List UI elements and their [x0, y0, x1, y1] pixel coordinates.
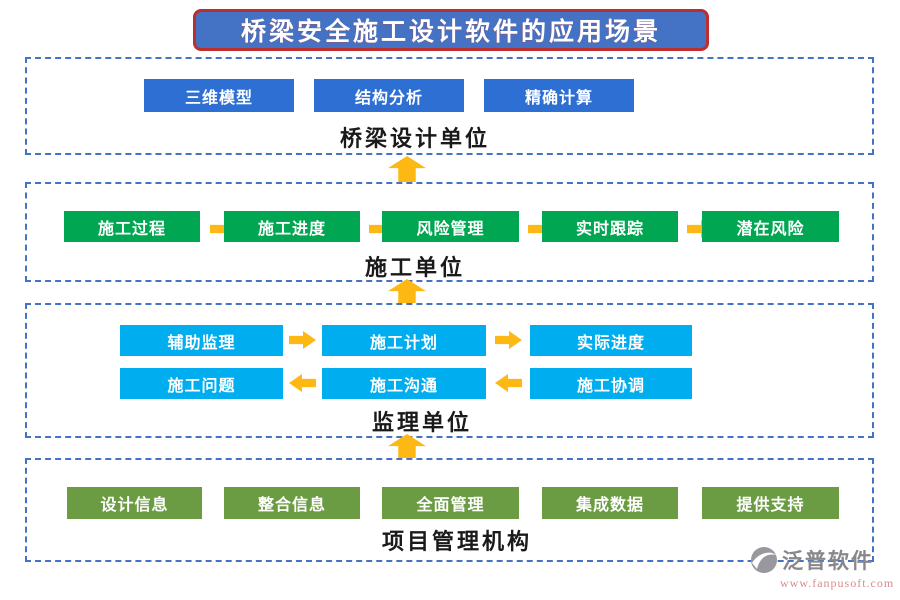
node-accurate-calc: 精确计算 [484, 79, 634, 112]
node-potential-risk: 潜在风险 [702, 211, 839, 242]
up-arrow-icon [388, 156, 426, 183]
section-label-supervision-unit: 监理单位 [371, 410, 472, 435]
node-realtime-tracking: 实时跟踪 [542, 211, 678, 242]
page-title: 桥梁安全施工设计软件的应用场景 [193, 9, 709, 51]
up-arrow-icon [388, 434, 426, 461]
node-risk-management: 风险管理 [382, 211, 519, 242]
left-arrow-icon [289, 374, 316, 392]
node-construction-coordination: 施工协调 [530, 368, 692, 399]
node-design-info: 设计信息 [67, 487, 202, 519]
fanpu-watermark: 泛普软件 www.fanpusoft.com [750, 545, 898, 593]
right-arrow-icon [289, 331, 316, 349]
node-construction-plan: 施工计划 [322, 325, 486, 356]
node-construction-communication: 施工沟通 [322, 368, 486, 399]
node-overall-management: 全面管理 [382, 487, 519, 519]
section-label-design-unit: 桥梁设计单位 [339, 126, 490, 151]
section-label-project-management: 项目管理机构 [381, 529, 532, 554]
node-structure-analysis: 结构分析 [314, 79, 464, 112]
watermark-brand: 泛普软件 [782, 549, 874, 573]
section-supervision-unit: 辅助监理 施工计划 实际进度 施工问题 施工沟通 施工协调 监理单位 [25, 303, 874, 438]
fanpu-logo-icon [750, 546, 778, 574]
watermark-url: www.fanpusoft.com [780, 576, 895, 590]
left-arrow-icon [495, 374, 522, 392]
section-label-construction-unit: 施工单位 [364, 255, 465, 280]
section-design-unit: 三维模型 结构分析 精确计算 桥梁设计单位 [25, 57, 874, 155]
node-actual-progress: 实际进度 [530, 325, 692, 356]
node-integrated-data: 集成数据 [542, 487, 678, 519]
node-3d-model: 三维模型 [144, 79, 294, 112]
section-project-management: 设计信息 整合信息 全面管理 集成数据 提供支持 项目管理机构 [25, 458, 874, 562]
node-construction-issues: 施工问题 [120, 368, 283, 399]
right-arrow-icon [495, 331, 522, 349]
up-arrow-icon [388, 279, 426, 306]
node-provide-support: 提供支持 [702, 487, 839, 519]
section-construction-unit: 施工过程 施工进度 风险管理 实时跟踪 潜在风险 施工单位 [25, 182, 874, 282]
node-integrated-info: 整合信息 [224, 487, 360, 519]
node-assist-supervision: 辅助监理 [120, 325, 283, 356]
node-construction-process: 施工过程 [64, 211, 200, 242]
node-construction-progress: 施工进度 [224, 211, 360, 242]
